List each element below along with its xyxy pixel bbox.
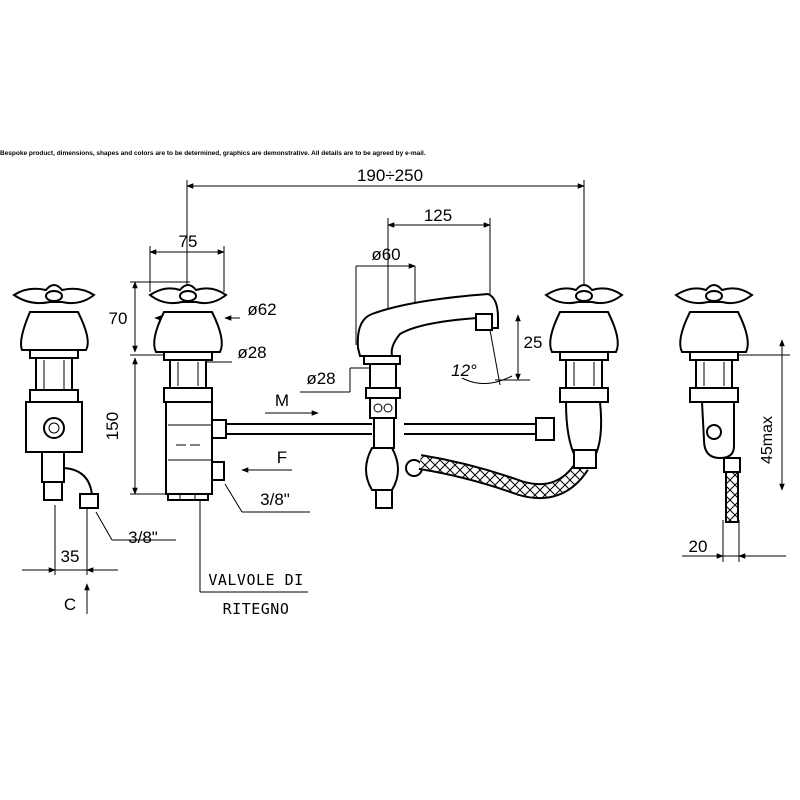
center-spout <box>356 292 555 509</box>
dimension-lines <box>22 180 790 614</box>
dim-handle-height: 70 <box>109 309 128 328</box>
right-side-valve <box>674 284 754 523</box>
dim-spout-stem-dia: ø28 <box>306 369 335 388</box>
note-check-valves-line2: RITEGNO <box>223 600 290 618</box>
dim-max-deck: 45max <box>759 416 776 464</box>
braided-hose <box>419 456 588 498</box>
dim-spout-angle: 12° <box>451 361 477 380</box>
dim-body-height: 150 <box>103 412 122 440</box>
note-check-valves-line1: VALVOLE DI <box>208 571 303 589</box>
dim-overall-width: 190÷250 <box>357 166 423 185</box>
dim-spout-drop: 25 <box>524 333 543 352</box>
dim-connection-left: 3/8" <box>128 528 158 547</box>
dim-connection-center: 3/8" <box>260 490 290 509</box>
disclaimer-text: Bespoke product, dimensions, shapes and … <box>0 150 426 157</box>
flow-label-mixed: M <box>275 391 289 410</box>
dim-valve-dia: ø28 <box>237 343 266 362</box>
main-hot-valve <box>148 284 372 501</box>
main-cold-valve <box>544 284 624 469</box>
dim-spout-base-dia: ø60 <box>371 245 400 264</box>
dim-handle-spacing: 75 <box>179 232 198 251</box>
flow-label-feed: F <box>277 448 287 467</box>
flow-label-cold: C <box>64 595 76 614</box>
dim-spout-reach: 125 <box>424 206 452 225</box>
left-side-valve <box>12 284 99 509</box>
dim-offset-left: 35 <box>61 547 80 566</box>
dim-handle-dia: ø62 <box>247 300 276 319</box>
dim-offset-right: 20 <box>689 537 708 556</box>
